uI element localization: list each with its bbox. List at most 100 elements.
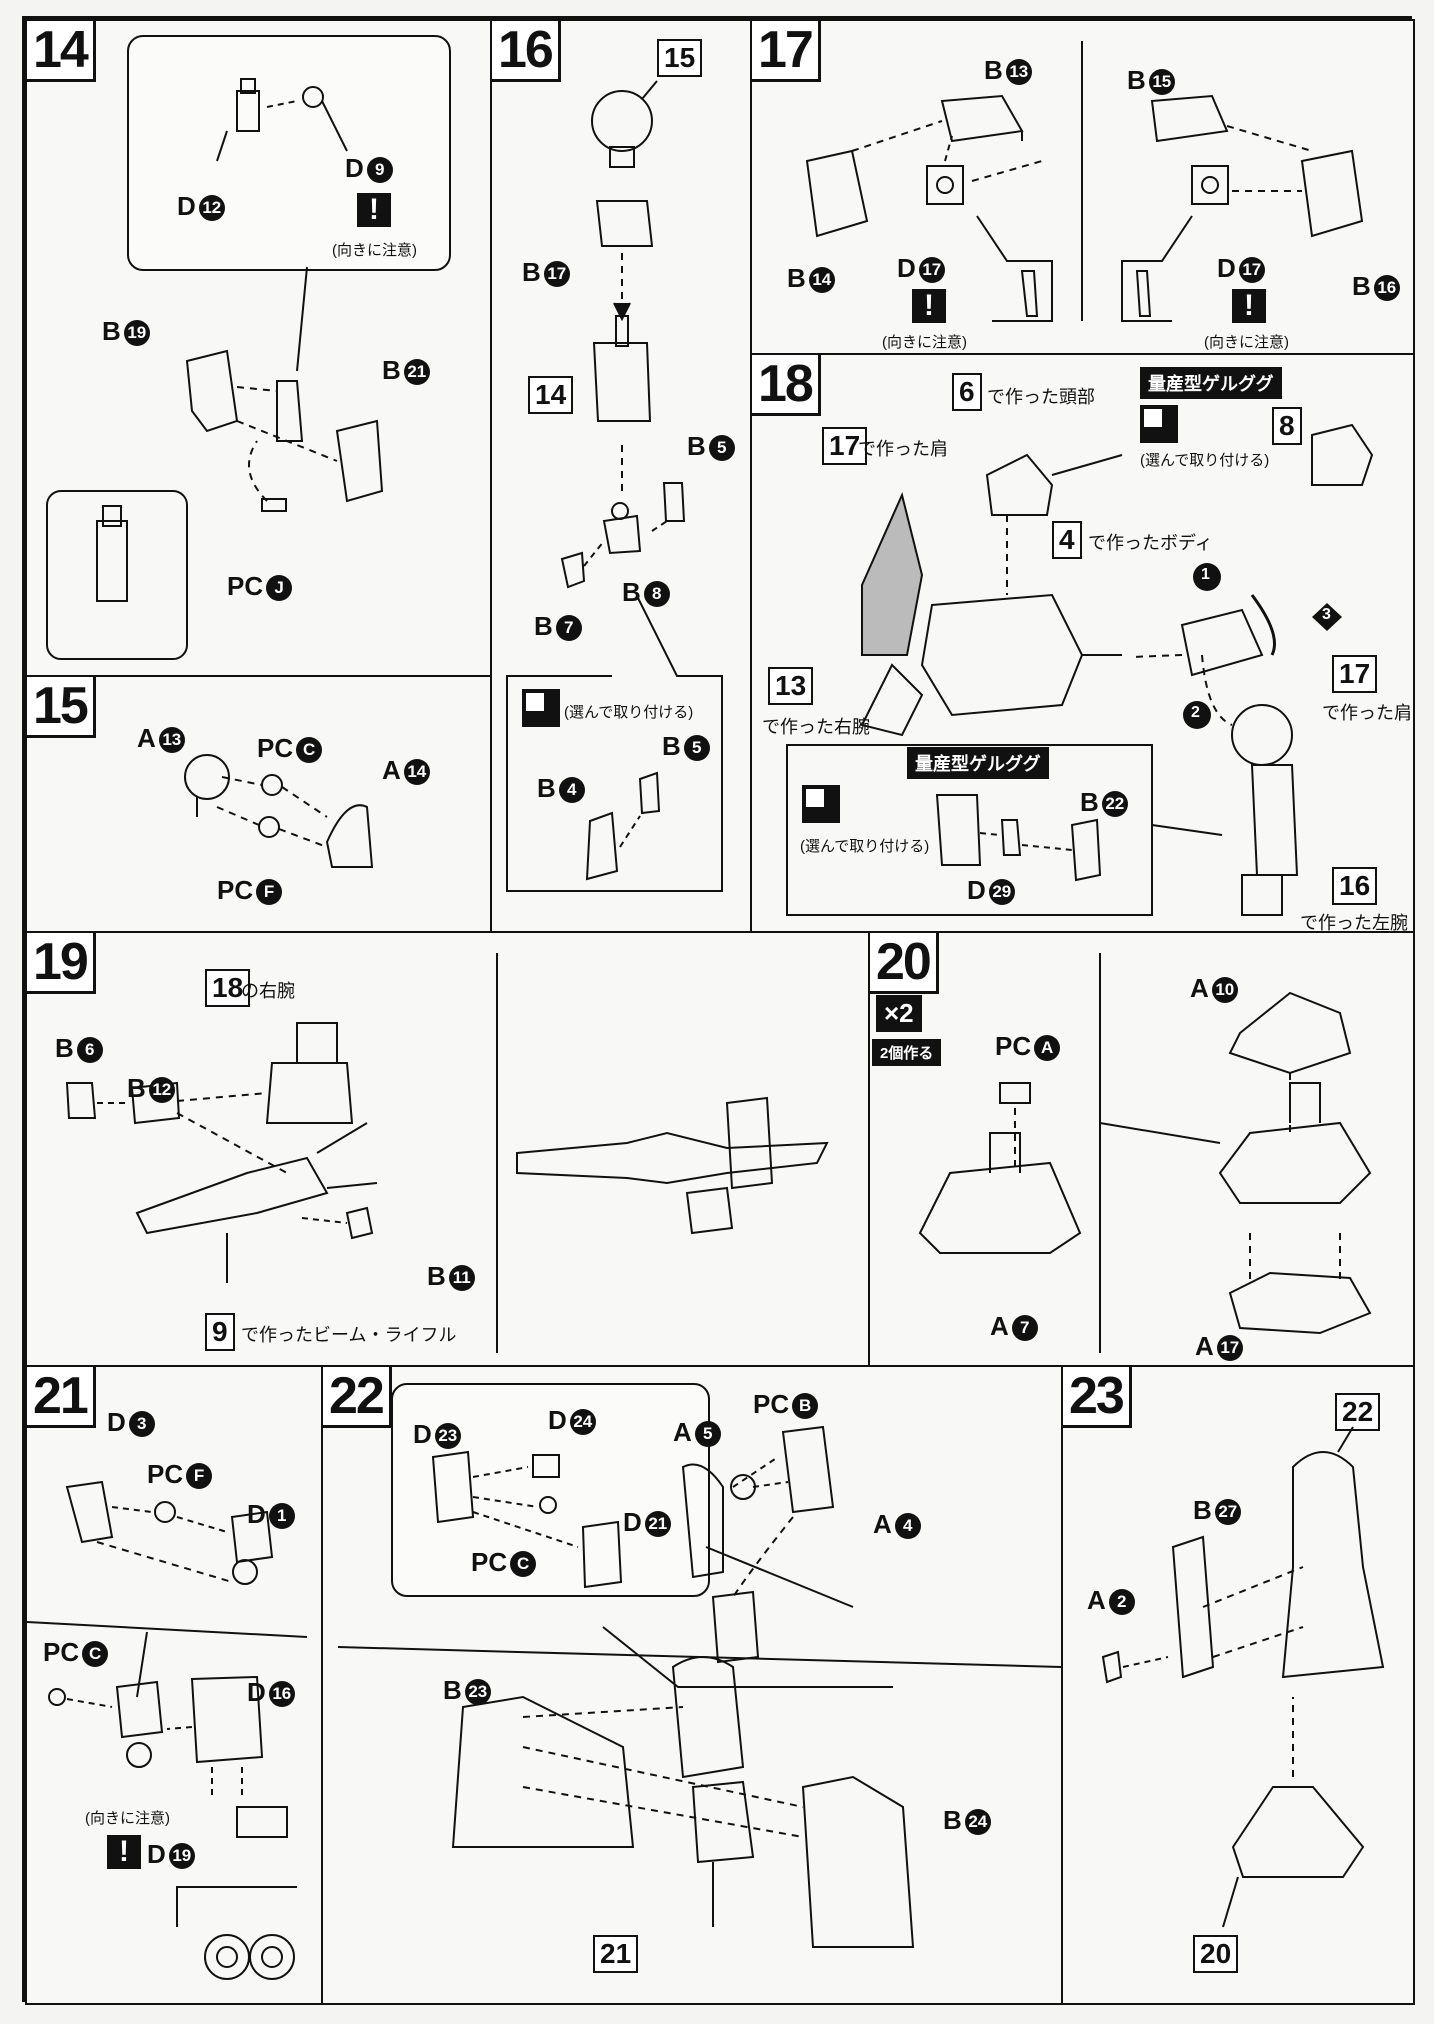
ref-6: 6 (952, 373, 982, 411)
mass-production-banner: 量産型ゲルググ (1140, 367, 1282, 399)
step-18-diagram (786, 423, 1374, 916)
detail-bubble (127, 35, 451, 271)
right-arm-label: で作った右腕 (762, 717, 870, 737)
right-arm-label: の右腕 (241, 981, 295, 1001)
step-17-diagram (805, 41, 1364, 322)
ref-16: 16 (1332, 867, 1378, 905)
ref-4: 4 (1052, 521, 1082, 559)
caution-icon: ! (912, 289, 946, 323)
order-1: 1 (1201, 566, 1210, 583)
left-arm-label: で作った左腕 (1300, 913, 1408, 933)
step-number: 17 (752, 21, 821, 82)
step-16-diagram (506, 80, 723, 892)
caution-icon: ! (357, 193, 391, 227)
order-3: 3 (1322, 606, 1331, 623)
ref-9: 9 (205, 1313, 235, 1351)
ref-15: 15 (657, 39, 703, 77)
step-22-panel: 22 (321, 1365, 1063, 2005)
step-number: 21 (27, 1367, 96, 1428)
choice-icon (522, 689, 560, 727)
step-number: 15 (27, 677, 96, 738)
step-23-diagram (1101, 1426, 1385, 1928)
order-2: 2 (1191, 704, 1200, 721)
step-15-diagram (184, 754, 374, 868)
body-label: で作ったボディ (1088, 533, 1213, 553)
mass-production-banner-2: 量産型ゲルググ (907, 747, 1049, 779)
head-label: で作った頭部 (987, 387, 1095, 407)
step-14-diagram (46, 78, 384, 660)
step-20-diagram (918, 953, 1372, 1353)
ref-8: 8 (1272, 407, 1302, 445)
detail-bubble (391, 1383, 710, 1597)
shoulder-label: で作った肩 (858, 439, 948, 459)
ref-21: 21 (593, 1935, 639, 1973)
caution-note: (向きに注意) (85, 1810, 170, 1827)
step-number: 20 (870, 933, 939, 994)
step-number: 19 (27, 933, 96, 994)
caution-note: (向きに注意) (332, 242, 417, 259)
ref-20: 20 (1193, 1935, 1239, 1973)
times-two-badge: ×2 (876, 995, 922, 1032)
caution-note: (向きに注意) (882, 334, 967, 351)
choose-note: (選んで取り付ける) (564, 704, 694, 721)
shoulder2-label: で作った肩 (1322, 703, 1412, 723)
step-number: 22 (323, 1367, 392, 1428)
ref-17-b: 17 (1332, 655, 1378, 693)
step-number: 23 (1063, 1367, 1132, 1428)
caution-note: (向きに注意) (1204, 334, 1289, 351)
step-21-diagram (27, 1480, 308, 1980)
choice-icon (802, 785, 840, 823)
choose-note: (選んで取り付ける) (1140, 452, 1270, 469)
ref-17: 17 (822, 427, 868, 465)
